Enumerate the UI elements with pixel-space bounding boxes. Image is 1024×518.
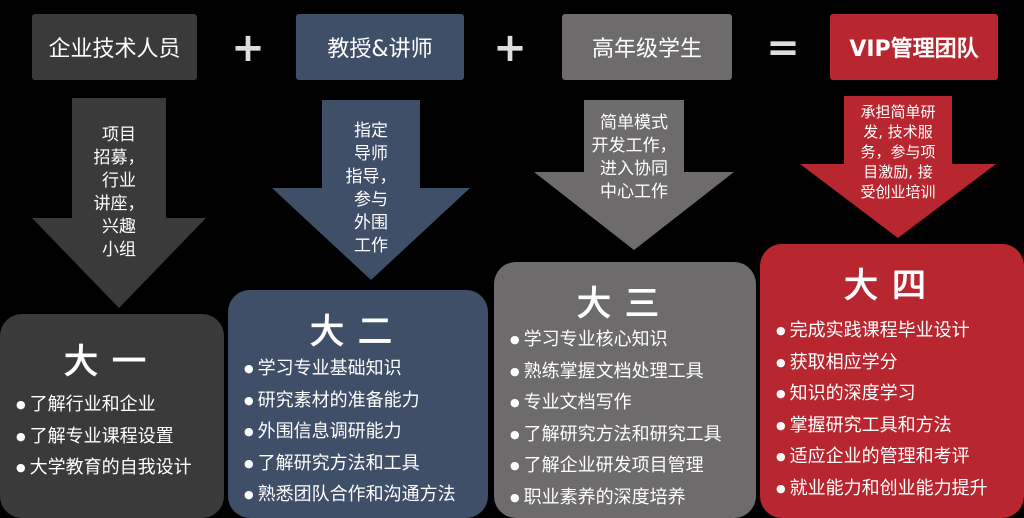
- down-arrow-shape: [32, 98, 206, 308]
- arrow-text: 简单模式 开发工作， 进入协同 中心工作: [578, 112, 690, 204]
- stage-card-freshman: 大一 了解行业和企业 了解专业课程设置 大学教育的自我设计: [0, 314, 224, 518]
- list-item: 获取相应学分: [776, 348, 988, 380]
- list-item: 掌握研究工具和方法: [776, 411, 988, 443]
- list-item: 了解研究方法和研究工具: [510, 420, 722, 452]
- arrow-line: 中心工作: [600, 182, 668, 202]
- top-box-enterprise-staff: 企业技术人员: [32, 14, 197, 80]
- arrow-line: 外围: [354, 213, 388, 233]
- arrow-line: 工作: [354, 236, 388, 256]
- arrow-text: 指定 导师 指导， 参与 外围 工作: [322, 120, 420, 258]
- down-arrow-4: 承担简单研 发, 技术服 务，参与项 目激励, 接 受创业培训: [800, 96, 996, 238]
- arrow-line: 发, 技术服: [863, 123, 933, 141]
- down-arrow-3: 简单模式 开发工作， 进入协同 中心工作: [534, 100, 734, 250]
- equals-operator: =: [766, 25, 800, 71]
- down-arrow-2: 指定 导师 指导， 参与 外围 工作: [272, 100, 470, 280]
- top-box-vip-team: VIP管理团队: [830, 14, 998, 80]
- list-item: 完成实践课程毕业设计: [776, 316, 988, 348]
- down-arrow-shape: [272, 100, 470, 280]
- plus-operator: +: [493, 25, 527, 71]
- list-item: 了解专业课程设置: [16, 422, 192, 454]
- top-box-professors: 教授&讲师: [296, 14, 464, 80]
- arrow-line: 务，参与项: [860, 143, 936, 161]
- card-title: 大三: [577, 284, 673, 324]
- list-item: 熟练掌握文档处理工具: [510, 357, 722, 389]
- plus-operator: +: [231, 25, 265, 71]
- list-item: 学习专业基础知识: [244, 354, 456, 386]
- list-item: 了解行业和企业: [16, 390, 192, 422]
- arrow-line: 指导，: [345, 167, 397, 187]
- list-item: 外围信息调研能力: [244, 417, 456, 449]
- arrow-line: 受创业培训: [860, 183, 936, 201]
- arrow-line: 承担简单研: [860, 103, 936, 121]
- arrow-line: 项目: [102, 125, 136, 145]
- top-box-label: VIP管理团队: [849, 37, 979, 62]
- list-item: 了解研究方法和工具: [244, 449, 456, 481]
- top-box-label: 教授&讲师: [327, 37, 433, 62]
- list-item: 适应企业的管理和考评: [776, 442, 988, 474]
- arrow-line: 开发工作，: [591, 136, 677, 156]
- arrow-line: 进入协同: [600, 159, 668, 179]
- arrow-line: 兴趣: [102, 217, 136, 237]
- card-list: 学习专业基础知识 研究素材的准备能力 外围信息调研能力 了解研究方法和工具 熟悉…: [244, 354, 456, 512]
- arrow-line: 讲座，: [93, 194, 145, 214]
- down-arrow-1: 项目 招募， 行业 讲座， 兴趣 小组: [32, 98, 206, 308]
- card-list: 完成实践课程毕业设计 获取相应学分 知识的深度学习 掌握研究工具和方法 适应企业…: [776, 316, 988, 505]
- card-title: 大四: [844, 266, 940, 306]
- stage-card-junior: 大三 学习专业核心知识 熟练掌握文档处理工具 专业文档写作 了解研究方法和研究工…: [494, 262, 756, 518]
- arrow-line: 指定: [354, 121, 388, 141]
- top-box-senior-students: 高年级学生: [562, 14, 732, 80]
- list-item: 熟悉团队合作和沟通方法: [244, 480, 456, 512]
- list-item: 研究素材的准备能力: [244, 386, 456, 418]
- arrow-line: 目激励, 接: [863, 163, 933, 181]
- arrow-line: 导师: [354, 144, 388, 164]
- stage-card-sophomore: 大二 学习专业基础知识 研究素材的准备能力 外围信息调研能力 了解研究方法和工具…: [228, 290, 488, 518]
- arrow-line: 招募，: [93, 148, 145, 168]
- list-item: 就业能力和创业能力提升: [776, 474, 988, 506]
- list-item: 学习专业核心知识: [510, 325, 722, 357]
- down-arrow-shape: [534, 100, 734, 250]
- arrow-line: 简单模式: [600, 113, 668, 133]
- down-arrow-shape: [800, 96, 996, 238]
- card-title: 大二: [310, 312, 406, 352]
- card-title: 大一: [64, 342, 160, 382]
- list-item: 专业文档写作: [510, 388, 722, 420]
- arrow-text: 项目 招募， 行业 讲座， 兴趣 小组: [72, 124, 166, 262]
- card-list: 了解行业和企业 了解专业课程设置 大学教育的自我设计: [16, 390, 192, 485]
- list-item: 大学教育的自我设计: [16, 453, 192, 485]
- stage-card-senior: 大四 完成实践课程毕业设计 获取相应学分 知识的深度学习 掌握研究工具和方法 适…: [760, 244, 1024, 518]
- list-item: 了解企业研发项目管理: [510, 451, 722, 483]
- top-box-label: 企业技术人员: [48, 37, 181, 62]
- arrow-text: 承担简单研 发, 技术服 务，参与项 目激励, 接 受创业培训: [840, 102, 956, 202]
- top-box-label: 高年级学生: [591, 37, 702, 62]
- arrow-line: 参与: [354, 190, 388, 210]
- card-list: 学习专业核心知识 熟练掌握文档处理工具 专业文档写作 了解研究方法和研究工具 了…: [510, 325, 722, 514]
- arrow-line: 行业: [102, 171, 136, 191]
- arrow-line: 小组: [102, 240, 136, 260]
- list-item: 职业素养的深度培养: [510, 483, 722, 515]
- list-item: 知识的深度学习: [776, 379, 988, 411]
